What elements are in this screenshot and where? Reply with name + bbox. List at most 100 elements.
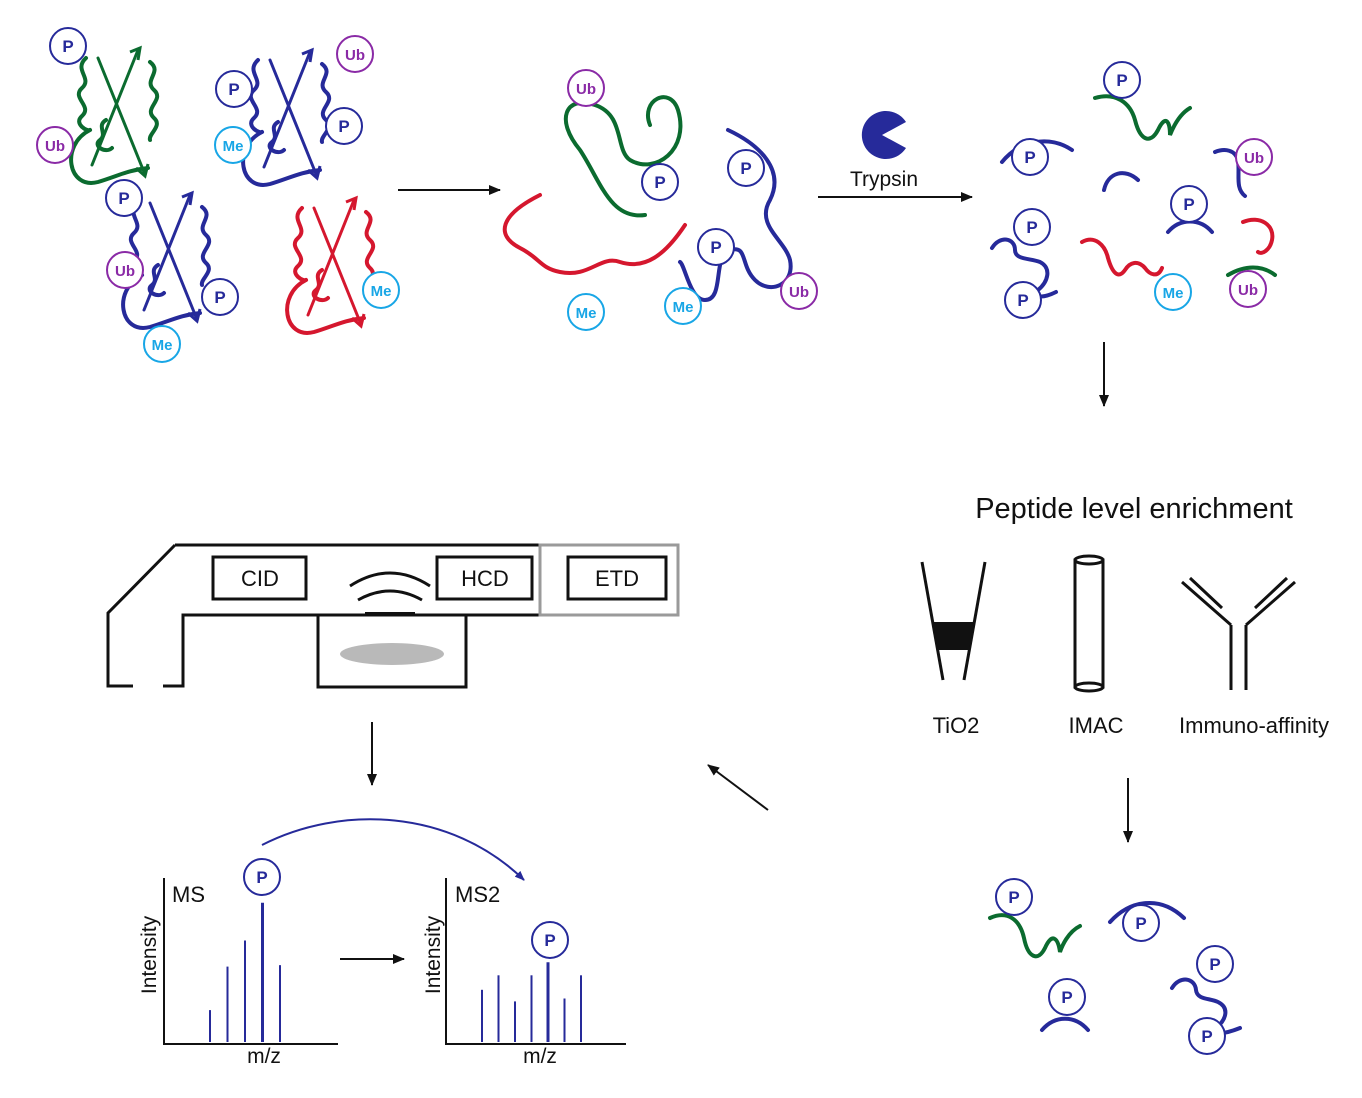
unfolded-chain-blue xyxy=(678,128,793,303)
ms-title: MS xyxy=(172,882,205,907)
cid-label: CID xyxy=(241,566,279,591)
badge-p-peptide-wiggle: P xyxy=(1013,208,1051,246)
badge-ub-unfolded-blue: Ub xyxy=(780,272,818,310)
etd-section xyxy=(538,543,680,617)
ms-axes xyxy=(163,878,338,1045)
badge-me-red-protein: Me xyxy=(362,271,400,309)
svg-text:Ub: Ub xyxy=(789,284,809,301)
badge-p-peptide-wiggle-b: P xyxy=(1004,281,1042,319)
cid-cell xyxy=(211,555,308,601)
svg-text:P: P xyxy=(544,931,555,950)
enriched-blue-arc xyxy=(1108,901,1186,924)
svg-text:Ub: Ub xyxy=(576,81,596,98)
step-arrow-to-ms xyxy=(707,764,769,811)
ms-y-label: Intensity xyxy=(138,915,161,994)
orbitrap-lens xyxy=(340,643,444,665)
mass-spectrometer xyxy=(106,543,680,689)
badge-me-unfolded-red: Me xyxy=(567,293,605,331)
svg-text:Ub: Ub xyxy=(45,138,65,155)
ms2-x-label: m/z xyxy=(523,1045,557,1068)
badge-p-ms2: P xyxy=(531,921,569,959)
badge-ub-green-protein: Ub xyxy=(36,126,74,164)
badge-p-unfolded-green: P xyxy=(641,163,679,201)
badge-p-blue-protein-2b: P xyxy=(201,278,239,316)
trypsin-pacman-icon xyxy=(861,111,906,159)
c-trap-arc-outer xyxy=(349,571,431,588)
svg-text:Me: Me xyxy=(371,283,392,300)
etd-label: ETD xyxy=(595,566,639,591)
svg-text:P: P xyxy=(1201,1027,1212,1046)
badge-p-enriched-wiggle: P xyxy=(1196,945,1234,983)
ms2-spectrum: MS2 Intensity m/z xyxy=(422,878,626,1068)
peptide-blue-cup xyxy=(1166,219,1214,234)
method-tio2-label: TiO2 xyxy=(933,713,980,738)
trypsin-label: Trypsin xyxy=(850,168,918,191)
method-imac-label: IMAC xyxy=(1069,713,1124,738)
badge-p-enriched-green: P xyxy=(995,878,1033,916)
badge-me-blue-protein-2: Me xyxy=(143,325,181,363)
peptide-green-arc xyxy=(1226,265,1277,277)
svg-text:Ub: Ub xyxy=(1238,282,1258,299)
unfolded-chain-red xyxy=(502,193,687,276)
antibody-icon xyxy=(1181,576,1296,690)
peptide-red-hook xyxy=(1241,217,1275,255)
precursor-selection-arrow xyxy=(261,818,525,881)
svg-text:P: P xyxy=(1116,71,1127,90)
svg-text:P: P xyxy=(1026,218,1037,237)
enrichment-panel: Peptide level enrichment TiO2 IMAC Immun… xyxy=(920,493,1329,738)
ms2-peaks xyxy=(481,962,582,1042)
svg-text:P: P xyxy=(654,173,665,192)
method-immuno-label: Immuno-affinity xyxy=(1179,713,1329,738)
ms-spectrum: MS Intensity m/z xyxy=(138,878,338,1068)
badge-p-blue-protein-2: P xyxy=(105,179,143,217)
svg-text:P: P xyxy=(62,37,73,56)
svg-text:Me: Me xyxy=(673,299,694,316)
hcd-label: HCD xyxy=(461,566,509,591)
badge-ub-peptide-hook: Ub xyxy=(1235,138,1273,176)
badge-ub-unfolded-green: Ub xyxy=(567,69,605,107)
svg-text:Me: Me xyxy=(576,305,597,322)
enrichment-title: Peptide level enrichment xyxy=(975,493,1293,525)
ms2-axes xyxy=(445,878,626,1045)
svg-text:P: P xyxy=(1017,291,1028,310)
svg-text:P: P xyxy=(1024,148,1035,167)
badge-p-unfolded-blue-b: P xyxy=(697,228,735,266)
svg-text:P: P xyxy=(214,288,225,307)
svg-text:P: P xyxy=(1061,988,1072,1007)
ms-peaks xyxy=(209,902,281,1042)
unfolded-chain-green xyxy=(563,95,683,218)
peptides-digested xyxy=(990,94,1277,299)
badge-p-peptide-cup: P xyxy=(1170,185,1208,223)
hcd-cell xyxy=(435,555,534,601)
folded-protein-red xyxy=(285,195,376,335)
svg-text:Ub: Ub xyxy=(115,263,135,280)
folded-proteins xyxy=(69,45,376,335)
badge-p-peptide-green: P xyxy=(1103,61,1141,99)
imac-column-icon xyxy=(1073,554,1105,693)
svg-text:P: P xyxy=(1183,195,1194,214)
badge-me-blue-protein-1: Me xyxy=(214,126,252,164)
svg-text:Me: Me xyxy=(1163,285,1184,302)
badge-p-blue-protein-1: P xyxy=(215,70,253,108)
svg-text:P: P xyxy=(256,868,267,887)
ms2-title: MS2 xyxy=(455,882,500,907)
svg-text:P: P xyxy=(1135,914,1146,933)
enriched-peptides xyxy=(988,901,1242,1036)
ms2-y-label: Intensity xyxy=(422,915,445,994)
badge-me-unfolded-blue: Me xyxy=(664,287,702,325)
enriched-blue-cup xyxy=(1040,1016,1090,1032)
badge-p-blue-protein-1b: P xyxy=(325,107,363,145)
folded-protein-blue-2 xyxy=(121,190,212,330)
peptide-blue-small-arc xyxy=(1102,171,1140,192)
tio2-tip-icon xyxy=(920,561,987,681)
badge-ub-blue-protein-1: Ub xyxy=(336,35,374,73)
etd-cell xyxy=(566,555,668,601)
folded-protein-blue-1 xyxy=(241,47,332,187)
trypsin-digestion: Trypsin xyxy=(818,111,973,202)
svg-text:Ub: Ub xyxy=(345,47,365,64)
badge-p-ms-precursor: P xyxy=(243,858,281,896)
peptide-green-wave xyxy=(1093,94,1192,141)
svg-text:Me: Me xyxy=(152,337,173,354)
badge-ub-blue-protein-2: Ub xyxy=(106,251,144,289)
